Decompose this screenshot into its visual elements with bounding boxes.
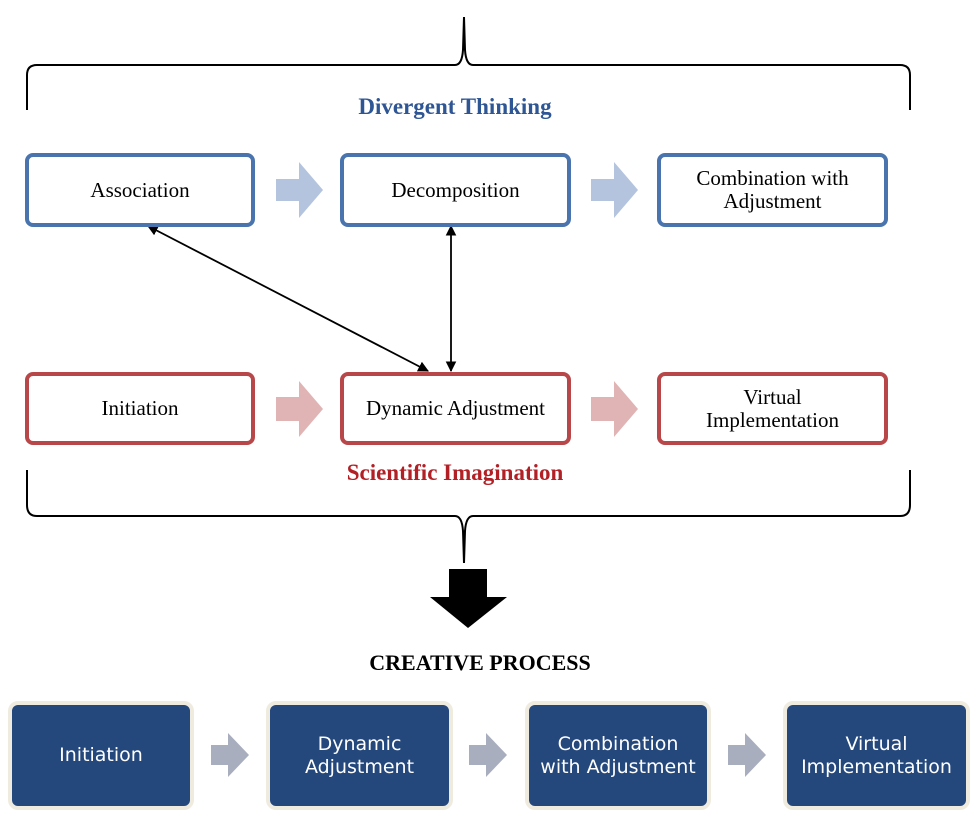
right-arrow-icon [211, 733, 249, 777]
step-association: Association [25, 153, 255, 227]
right-arrow-icon [591, 381, 638, 437]
right-arrow-icon [276, 381, 323, 437]
scientific-imagination-title: Scientific Imagination [346, 460, 564, 485]
step-virtual-implementation: Virtual Implementation [657, 372, 888, 445]
right-arrow-icon [276, 162, 323, 218]
right-arrow-icon [728, 733, 766, 777]
process-step-combination-with-adjustment: Combination with Adjustment [525, 701, 711, 810]
process-step-initiation: Initiation [8, 701, 194, 810]
down-arrow-icon [430, 569, 507, 628]
step-dynamic-adjustment: Dynamic Adjustment [340, 372, 571, 445]
process-step-virtual-implementation: Virtual Implementation [783, 701, 970, 810]
bottom-brace [26, 470, 911, 564]
step-combination-with-adjustment: Combination with Adjustment [657, 153, 888, 227]
top-brace [26, 16, 911, 110]
step-decomposition: Decomposition [340, 153, 571, 227]
right-arrow-icon [591, 162, 638, 218]
creative-process-title: CREATIVE PROCESS [369, 650, 591, 675]
step-initiation: Initiation [25, 372, 255, 445]
process-step-dynamic-adjustment: Dynamic Adjustment [266, 701, 453, 810]
right-arrow-icon [469, 733, 507, 777]
association-dynamic-link [147, 225, 429, 372]
divergent-thinking-title: Divergent Thinking [358, 94, 552, 119]
